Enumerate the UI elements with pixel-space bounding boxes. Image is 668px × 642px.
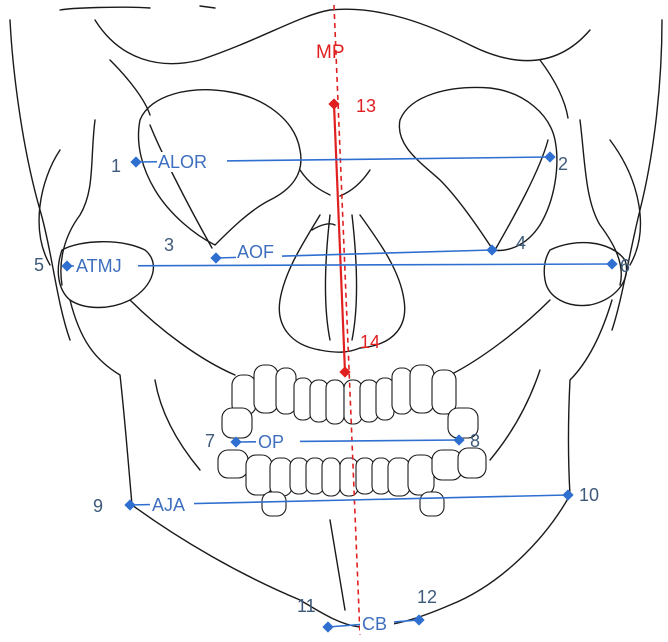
alor-label: ALOR [158,152,207,172]
chin-midline [330,520,345,610]
landmark-9-dot [124,499,135,510]
landmark-6-dot [606,258,617,269]
landmark-4-number: 4 [516,233,526,253]
landmark-6-number: 6 [620,256,630,276]
aof-label: AOF [237,242,274,262]
landmark-5-dot [61,260,72,271]
right-zygoma [580,120,621,285]
landmark-11-dot [322,621,333,632]
maxilla-left [130,300,235,375]
cranium-outline [10,20,70,340]
maxilla-right [450,300,550,375]
nasal-bridge [300,170,370,196]
left-orbit-inner [150,125,212,248]
landmark-3-number: 3 [164,235,174,255]
skull-outline [10,6,662,627]
landmark-4-dot [486,244,497,255]
mandible-inner-left [155,380,200,470]
plane-alor: ALOR 1 2 [111,151,568,176]
landmark-2-dot [544,151,555,162]
landmark-10-dot [562,489,573,500]
plane-atmj: ATMJ 5 6 [34,255,630,276]
mandible-inner-right [490,370,540,460]
cb-label: CB [362,614,387,634]
landmark-1-dot [130,156,141,167]
top-strokes [60,6,215,10]
atmj-line [67,264,612,266]
nasal-concha [312,224,335,230]
left-ramus [70,300,132,505]
brow-left [110,60,150,115]
landmark-5-number: 5 [34,255,44,275]
right-zygomatic-arch [544,243,626,306]
landmark-14-number: 14 [360,332,380,352]
mandible-lower [132,495,570,627]
landmark-2-number: 2 [558,154,568,174]
landmark-7-number: 7 [205,431,215,451]
op-label: OP [258,432,284,452]
landmark-9-number: 9 [93,496,103,516]
cranium-outline-right [612,20,662,330]
right-orbit [399,87,557,250]
midline-label: MP [316,42,345,63]
right-ramus [569,300,613,495]
landmark-10-number: 10 [579,485,599,505]
brow-right [540,60,568,118]
midline-plane: MP 13 14 [316,5,380,635]
landmark-3-dot [210,252,221,263]
landmark-8-number: 8 [470,431,480,451]
aja-label: AJA [152,495,185,515]
landmark-11-number: 11 [297,596,316,616]
landmark-12-number: 12 [417,587,437,607]
atmj-label: ATMJ [76,256,122,276]
right-cheek-curve [610,140,640,265]
landmark-13-number: 13 [356,96,376,116]
landmark-1-number: 1 [111,156,121,176]
